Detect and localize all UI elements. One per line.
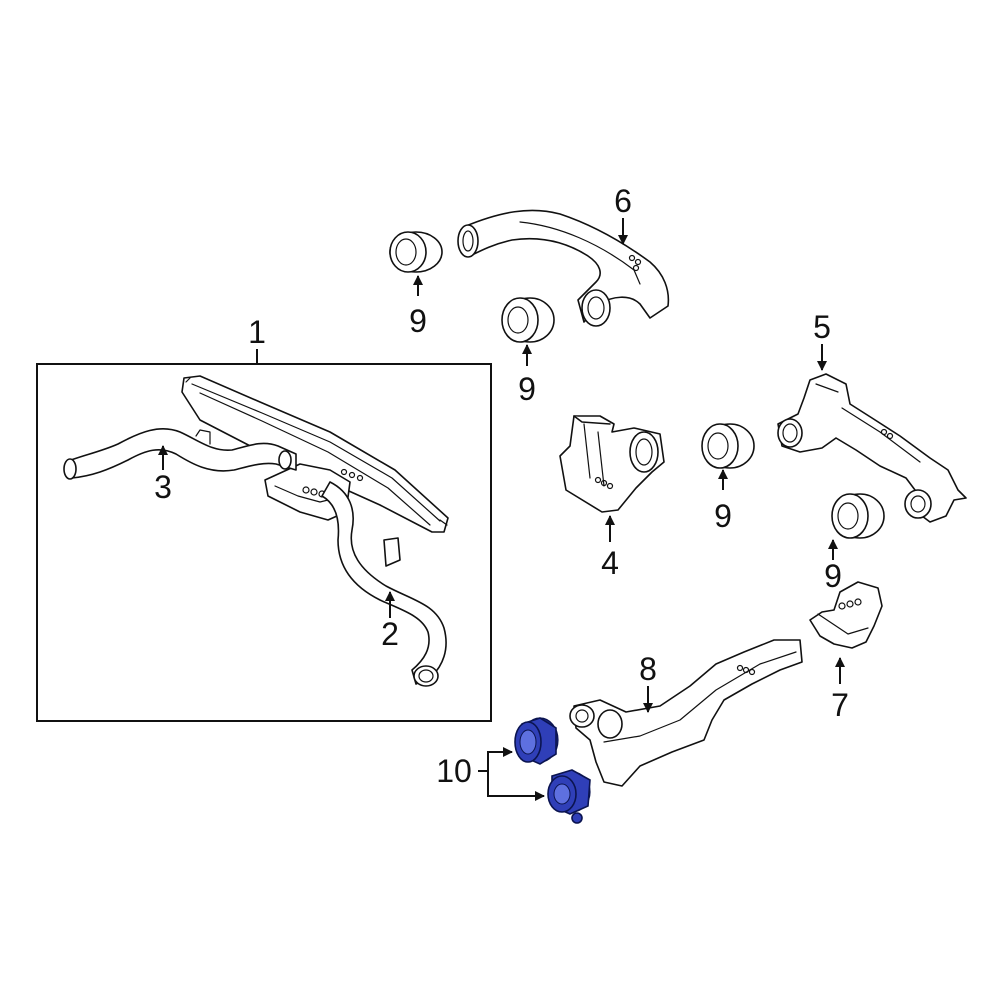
callout-7[interactable]: 7 xyxy=(831,687,849,723)
leader-bracket-10 xyxy=(478,747,545,801)
callout-9a[interactable]: 9 xyxy=(409,303,427,339)
callout-9c[interactable]: 9 xyxy=(714,498,732,534)
callout-8[interactable]: 8 xyxy=(639,651,657,687)
left-duct[interactable] xyxy=(63,428,297,480)
upper-air-duct[interactable] xyxy=(457,209,670,327)
callout-5[interactable]: 5 xyxy=(813,309,831,345)
grommet-9d[interactable] xyxy=(831,493,885,539)
callout-9d[interactable]: 9 xyxy=(824,558,842,594)
callout-1[interactable]: 1 xyxy=(248,314,266,350)
callout-6[interactable]: 6 xyxy=(614,183,632,219)
defroster-nozzle[interactable] xyxy=(181,375,449,533)
highlighted-grommet-upper[interactable] xyxy=(514,717,559,765)
callout-4[interactable]: 4 xyxy=(601,545,619,581)
grommet-9a[interactable] xyxy=(389,231,443,273)
side-outlet[interactable] xyxy=(809,581,883,649)
floor-duct[interactable] xyxy=(569,639,803,787)
callout-3[interactable]: 3 xyxy=(154,469,172,505)
callout-9b[interactable]: 9 xyxy=(518,371,536,407)
grommet-9b[interactable] xyxy=(501,297,555,343)
grommet-9c[interactable] xyxy=(701,423,755,469)
callout-2[interactable]: 2 xyxy=(381,616,399,652)
callout-10[interactable]: 10 xyxy=(436,753,472,789)
assembly-group-box xyxy=(36,349,492,722)
center-vent-duct[interactable] xyxy=(559,415,665,513)
right-lower-duct[interactable] xyxy=(321,481,447,687)
right-side-duct[interactable] xyxy=(777,373,967,523)
highlighted-grommet-lower[interactable] xyxy=(547,769,591,824)
